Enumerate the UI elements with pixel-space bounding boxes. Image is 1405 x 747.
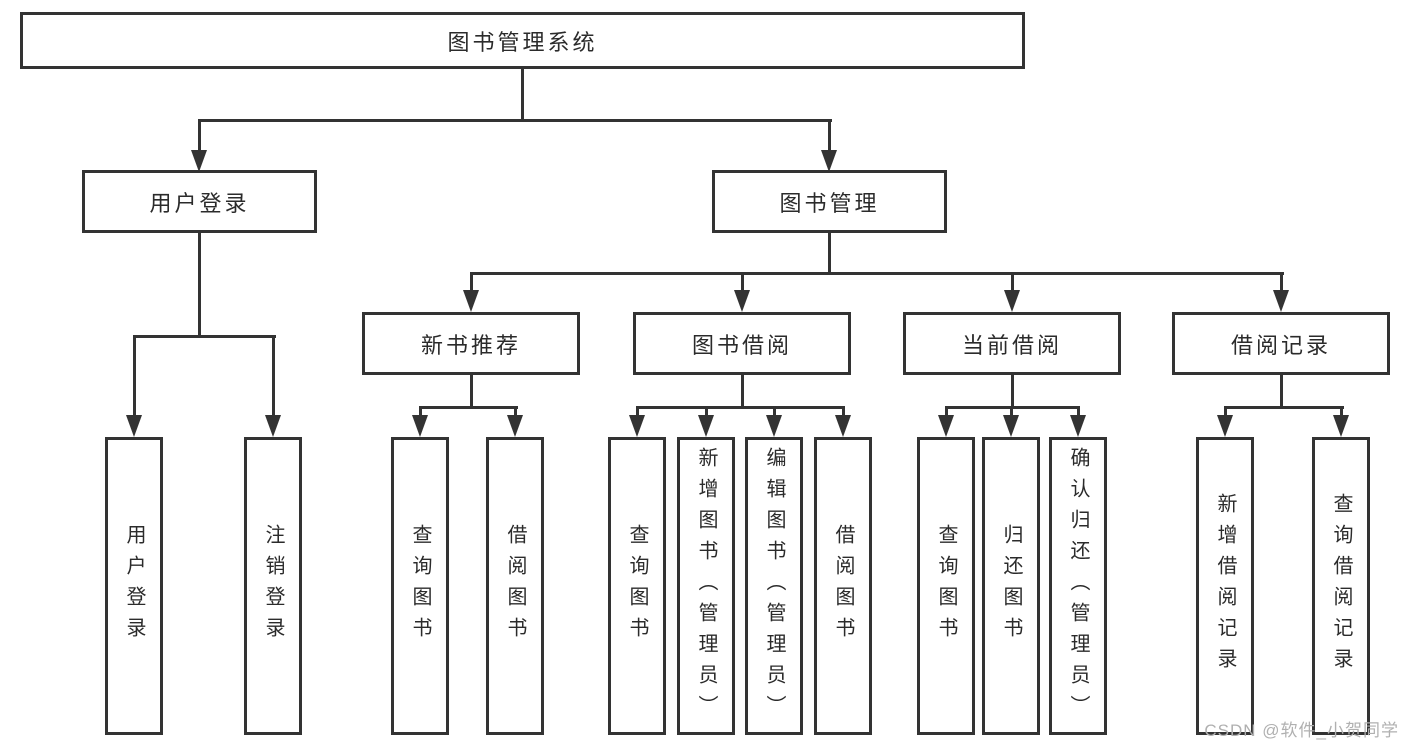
- leaf-query-books-1: 查询图书: [391, 437, 449, 735]
- connector-new-book-rail: [419, 406, 518, 409]
- connector-leaf-addrecord-stem: [1224, 406, 1227, 418]
- connector-to-current-borrow-stem: [1011, 272, 1014, 293]
- arrow-to-user-login-icon: [191, 150, 207, 172]
- node-new-book-recommend: 新书推荐: [362, 312, 580, 375]
- leaf-user-login: 用户登录: [105, 437, 163, 735]
- leaf-add-borrow-record: 新增借阅记录: [1196, 437, 1254, 735]
- leaf-user-login-label: 用户登录: [123, 524, 145, 648]
- connector-leaf-queryrecord-stem: [1340, 406, 1343, 418]
- connector-user-login-stem: [198, 233, 201, 338]
- arrow-leaf-addrecord-icon: [1217, 415, 1233, 437]
- leaf-logout-label: 注销登录: [262, 524, 284, 648]
- arrow-leaf-logout-icon: [265, 415, 281, 437]
- leaf-confirm-return-admin-label: 确认归还（管理员）: [1067, 446, 1089, 726]
- arrow-to-new-book-icon: [463, 290, 479, 312]
- connector-to-book-borrow-stem: [741, 272, 744, 293]
- connector-to-borrow-records-stem: [1280, 272, 1283, 293]
- connector-root-rail: [198, 119, 832, 122]
- connector-leaf-borrow1-stem: [514, 406, 517, 418]
- node-book-management: 图书管理: [712, 170, 947, 233]
- connector-leaf-query2-stem: [636, 406, 639, 418]
- connector-new-book-stem: [470, 375, 473, 409]
- arrow-leaf-borrow2-icon: [835, 415, 851, 437]
- node-new-book-recommend-label: 新书推荐: [420, 332, 521, 358]
- connector-leaf-query1-stem: [419, 406, 422, 418]
- connector-root-stem: [521, 69, 524, 122]
- node-user-login: 用户登录: [82, 170, 317, 233]
- arrow-leaf-query3-icon: [938, 415, 954, 437]
- leaf-return-book: 归还图书: [982, 437, 1040, 735]
- connector-leaf-user-login-stem: [133, 335, 136, 418]
- node-root-label: 图书管理系统: [447, 29, 598, 55]
- node-borrow-records-label: 借阅记录: [1230, 332, 1331, 358]
- connector-leaf-return-stem: [1010, 406, 1013, 418]
- connector-user-login-rail: [133, 335, 276, 338]
- connector-to-user-login-stem: [198, 119, 201, 153]
- arrow-to-book-management-icon: [821, 150, 837, 172]
- node-book-management-label: 图书管理: [779, 190, 880, 216]
- arrow-leaf-query1-icon: [412, 415, 428, 437]
- leaf-add-borrow-record-label: 新增借阅记录: [1214, 493, 1236, 679]
- arrow-leaf-borrow1-icon: [507, 415, 523, 437]
- connector-book-management-stem: [828, 232, 831, 275]
- leaf-return-book-label: 归还图书: [1000, 524, 1022, 648]
- node-current-borrow-label: 当前借阅: [961, 332, 1062, 358]
- leaf-query-books-2-label: 查询图书: [626, 524, 648, 648]
- connector-leaf-borrow2-stem: [842, 406, 845, 418]
- leaf-add-book-admin-label: 新增图书（管理员）: [695, 446, 717, 726]
- arrow-leaf-addbook-icon: [698, 415, 714, 437]
- node-book-borrow-label: 图书借阅: [691, 332, 792, 358]
- connector-book-borrow-rail: [636, 406, 845, 409]
- connector-borrow-records-stem2: [1280, 375, 1283, 409]
- node-user-login-label: 用户登录: [149, 190, 250, 216]
- node-current-borrow: 当前借阅: [903, 312, 1121, 375]
- connector-book-borrow-stem2: [741, 375, 744, 409]
- leaf-add-book-admin: 新增图书（管理员）: [677, 437, 735, 735]
- leaf-borrow-books-1-label: 借阅图书: [504, 524, 526, 648]
- leaf-logout: 注销登录: [244, 437, 302, 735]
- leaf-edit-book-admin: 编辑图书（管理员）: [745, 437, 803, 735]
- leaf-confirm-return-admin: 确认归还（管理员）: [1049, 437, 1107, 735]
- node-root: 图书管理系统: [20, 12, 1025, 69]
- connector-leaf-query3-stem: [945, 406, 948, 418]
- arrow-leaf-confirm-icon: [1070, 415, 1086, 437]
- leaf-query-books-3: 查询图书: [917, 437, 975, 735]
- connector-to-new-book-stem: [470, 272, 473, 293]
- leaf-edit-book-admin-label: 编辑图书（管理员）: [763, 446, 785, 726]
- connector-leaf-addbook-stem: [705, 406, 708, 418]
- csdn-watermark: CSDN @软件_小贺同学: [1204, 721, 1399, 740]
- arrow-leaf-user-login-icon: [126, 415, 142, 437]
- leaf-borrow-books-2-label: 借阅图书: [832, 524, 854, 648]
- connector-leaf-editbook-stem: [773, 406, 776, 418]
- arrow-to-current-borrow-icon: [1004, 290, 1020, 312]
- arrow-leaf-queryrecord-icon: [1333, 415, 1349, 437]
- connector-leaf-confirm-stem: [1077, 406, 1080, 418]
- leaf-query-borrow-record: 查询借阅记录: [1312, 437, 1370, 735]
- arrow-leaf-editbook-icon: [766, 415, 782, 437]
- connector-current-borrow-stem2: [1011, 375, 1014, 409]
- leaf-borrow-books-2: 借阅图书: [814, 437, 872, 735]
- leaf-query-books-2: 查询图书: [608, 437, 666, 735]
- arrow-to-borrow-records-icon: [1273, 290, 1289, 312]
- leaf-query-books-3-label: 查询图书: [935, 524, 957, 648]
- arrow-to-book-borrow-icon: [734, 290, 750, 312]
- connector-to-book-management-stem: [828, 119, 831, 153]
- arrow-leaf-query2-icon: [629, 415, 645, 437]
- leaf-query-borrow-record-label: 查询借阅记录: [1330, 493, 1352, 679]
- connector-borrow-records-rail: [1224, 406, 1344, 409]
- connector-leaf-logout-stem: [272, 335, 275, 418]
- node-borrow-records: 借阅记录: [1172, 312, 1390, 375]
- connector-book-management-rail: [470, 272, 1284, 275]
- leaf-query-books-1-label: 查询图书: [409, 524, 431, 648]
- node-book-borrow: 图书借阅: [633, 312, 851, 375]
- leaf-borrow-books-1: 借阅图书: [486, 437, 544, 735]
- arrow-leaf-return-icon: [1003, 415, 1019, 437]
